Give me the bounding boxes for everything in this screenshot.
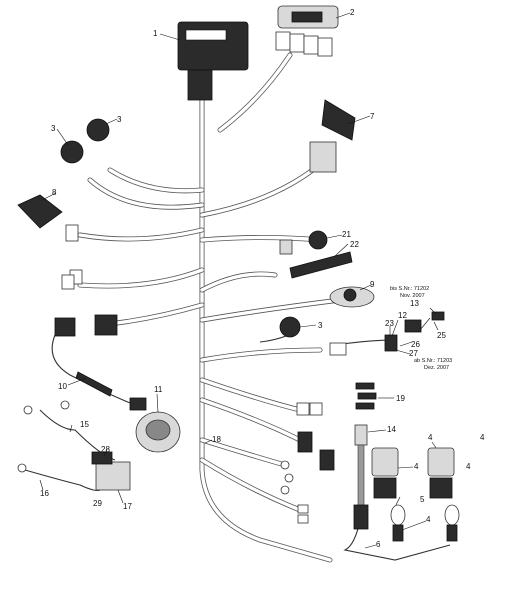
switch-block-part-8 (17, 194, 79, 242)
main-harness-trunk (199, 97, 333, 563)
callout-2: 2 (350, 8, 355, 17)
bulb-part-5-right (444, 504, 460, 542)
callout-9: 9 (370, 280, 375, 289)
switch-part-3-b (279, 316, 301, 338)
callout-3b: 3 (117, 115, 122, 124)
callout-12: 12 (398, 311, 407, 320)
callout-27: 27 (409, 349, 418, 358)
bulb-part-5-left (390, 504, 406, 542)
callout-4e: 4 (426, 515, 431, 524)
connector-part-19 (355, 382, 377, 410)
callout-10: 10 (58, 382, 67, 391)
callout-4b: 4 (480, 433, 485, 442)
serial-number-notes: bis S.Nr.: 71202 Nov. 2007 ab S.Nr.: 712… (390, 286, 452, 371)
callout-3a: 3 (51, 124, 56, 133)
callout-11: 11 (154, 385, 163, 394)
callout-17: 17 (123, 502, 132, 511)
work-lamp-part-4-right (427, 447, 455, 499)
note-ab-date: Dez. 2007 (424, 365, 449, 371)
callout-16: 16 (40, 489, 49, 498)
note-bis-serial: bis S.Nr.: 71202 (390, 286, 429, 292)
callout-4d: 4 (466, 462, 471, 471)
note-bis-date: Nov. 2007 (400, 293, 425, 299)
callout-25: 25 (437, 331, 446, 340)
work-lamp-part-4-left (371, 447, 399, 499)
relay-box-part-17 (91, 451, 131, 491)
relay-part-7 (309, 99, 356, 173)
connector-group-part-12 (329, 319, 422, 356)
callout-4a: 4 (428, 433, 433, 442)
callout-labels: 1 2 3 3 3 7 8 21 22 9 12 13 25 23 26 27 … (40, 8, 485, 549)
connector-plugs-left (54, 269, 118, 337)
callout-8: 8 (52, 188, 57, 197)
ring-terminals (17, 400, 294, 495)
callout-22: 22 (350, 240, 359, 249)
switch-part-3-a (60, 118, 110, 164)
callout-28: 28 (101, 445, 110, 454)
control-unit-part-1 (177, 21, 249, 101)
sensor-rod-part-14 (353, 424, 369, 530)
sleeve-part-10 (75, 371, 113, 397)
bracket-part-22 (289, 251, 353, 279)
callout-14: 14 (387, 425, 396, 434)
thin-wires (24, 329, 451, 561)
callout-26: 26 (411, 340, 420, 349)
clutch-part-11 (129, 397, 181, 453)
callout-21: 21 (342, 230, 351, 239)
callout-18: 18 (212, 435, 221, 444)
sensor-part-21 (279, 230, 328, 255)
callout-6: 6 (376, 540, 381, 549)
callout-3c: 3 (318, 321, 323, 330)
sensor-part-9 (329, 286, 375, 308)
callout-1: 1 (153, 29, 158, 38)
callout-5: 5 (420, 495, 425, 504)
callout-7: 7 (370, 112, 375, 121)
display-panel-part-2 (275, 5, 339, 57)
callout-29: 29 (93, 499, 102, 508)
key-part-13 (419, 311, 445, 331)
note-ab-serial: ab S.Nr.: 71203 (414, 358, 452, 364)
connector-plugs-middle (296, 402, 335, 524)
callout-4c: 4 (414, 462, 419, 471)
callout-leader-lines (39, 12, 439, 549)
callout-23: 23 (385, 319, 394, 328)
callout-13: 13 (410, 299, 419, 308)
callout-15: 15 (80, 420, 89, 429)
callout-19: 19 (396, 394, 405, 403)
